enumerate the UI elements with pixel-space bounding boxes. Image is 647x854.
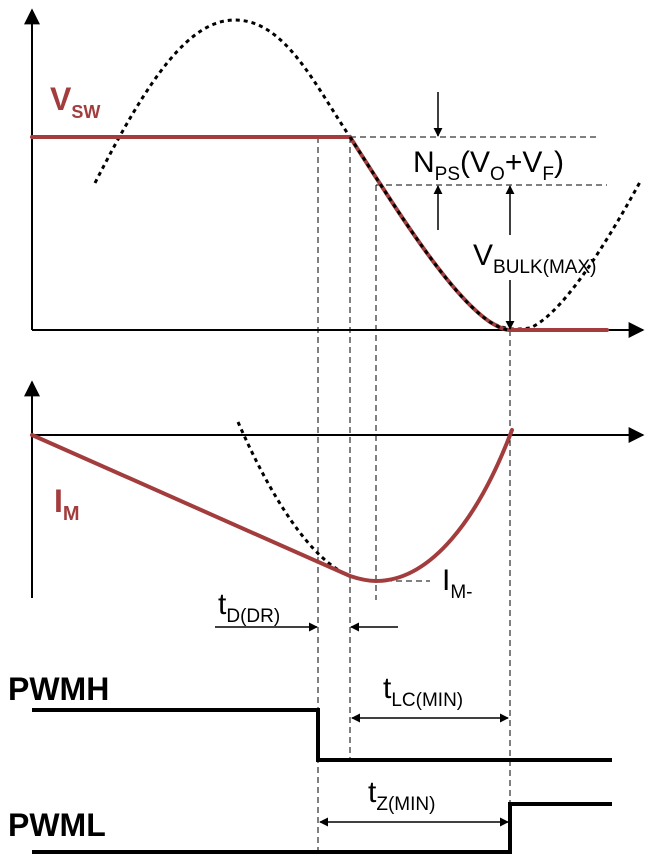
im-resonant-dotted-curve	[236, 421, 514, 583]
pwml-label: PWML	[8, 807, 106, 843]
tlc-min-label: tLC(MIN)	[383, 672, 463, 711]
pwmh-label: PWMH	[8, 671, 109, 707]
tddr-label: tD(DR)	[218, 588, 280, 627]
im-axes	[24, 380, 645, 598]
im-minus-label: IM-	[442, 564, 473, 603]
nps-vo-vf-label: NPS(VO+VF)	[413, 146, 564, 185]
pwmh-signal	[32, 708, 612, 762]
im-label: IM	[54, 483, 80, 525]
guide-lines	[317, 136, 607, 854]
vsw-trace-overlay-dots	[348, 136, 511, 332]
vbulk-max-label: VBULK(MAX)	[473, 239, 596, 278]
pwml-signal	[32, 802, 612, 854]
vsw-label: VSW	[50, 81, 100, 122]
tz-min-label: tZ(MIN)	[368, 776, 435, 815]
im-trace	[30, 428, 514, 584]
